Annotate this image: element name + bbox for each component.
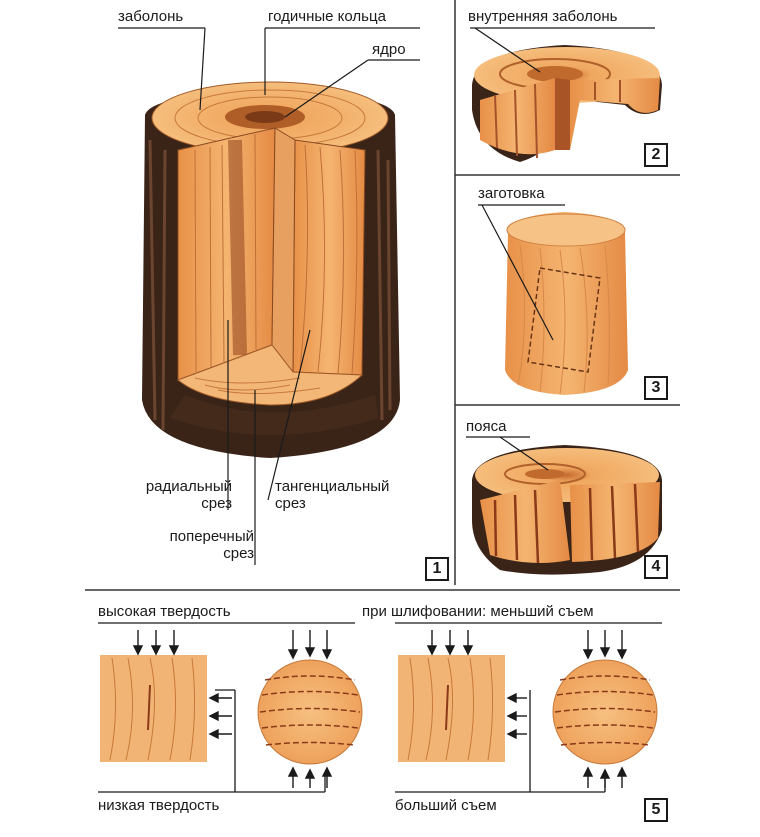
sample-square-right <box>398 655 505 762</box>
cross-cut-label: поперечный срез <box>146 528 254 562</box>
panel-number-2: 2 <box>644 143 668 167</box>
high-hardness-label: высокая твердость <box>98 603 231 620</box>
low-hardness-label: низкая твердость <box>98 797 220 814</box>
cross-cut-line2: срез <box>223 545 254 562</box>
sample-disc-right <box>552 659 658 765</box>
sapwood-label: заболонь <box>118 8 184 25</box>
radial-cut-line2: срез <box>201 495 232 512</box>
panel4-leader <box>466 436 549 471</box>
belts-label: пояса <box>466 418 507 435</box>
sample-square-left <box>100 655 207 762</box>
blank-illustration <box>505 212 628 395</box>
rings-label: годичные кольца <box>268 8 386 25</box>
panel-frames <box>85 0 680 591</box>
inner-sapwood-illustration <box>472 45 662 162</box>
panel1-leaders <box>118 27 420 565</box>
inner-sapwood-label: внутренняя заболонь <box>468 8 618 25</box>
panel-number-1: 1 <box>425 557 449 581</box>
panel-number-3: 3 <box>644 376 668 400</box>
panel3-leader <box>478 204 565 341</box>
belts-illustration <box>472 445 662 575</box>
tangential-cut-label: тангенциальный срез <box>275 478 389 512</box>
tangential-cut-line2: срез <box>275 495 306 512</box>
tangential-cut-line1: тангенциальный <box>275 478 390 495</box>
cross-cut-line1: поперечный <box>169 528 254 545</box>
less-removal-label: при шлифовании: меньший съем <box>362 603 594 620</box>
core-label: ядро <box>372 41 406 58</box>
radial-cut-label: радиальный срез <box>100 478 232 512</box>
panel2-leader <box>470 27 655 73</box>
panel-number-5: 5 <box>644 798 668 822</box>
log-section-illustration <box>142 81 400 458</box>
more-removal-label: больший съем <box>395 797 497 814</box>
sample-disc-left <box>257 659 363 765</box>
panel-number-4: 4 <box>644 555 668 579</box>
force-arrows <box>132 630 628 788</box>
blank-label: заготовка <box>478 185 545 202</box>
radial-cut-line1: радиальный <box>145 478 232 495</box>
